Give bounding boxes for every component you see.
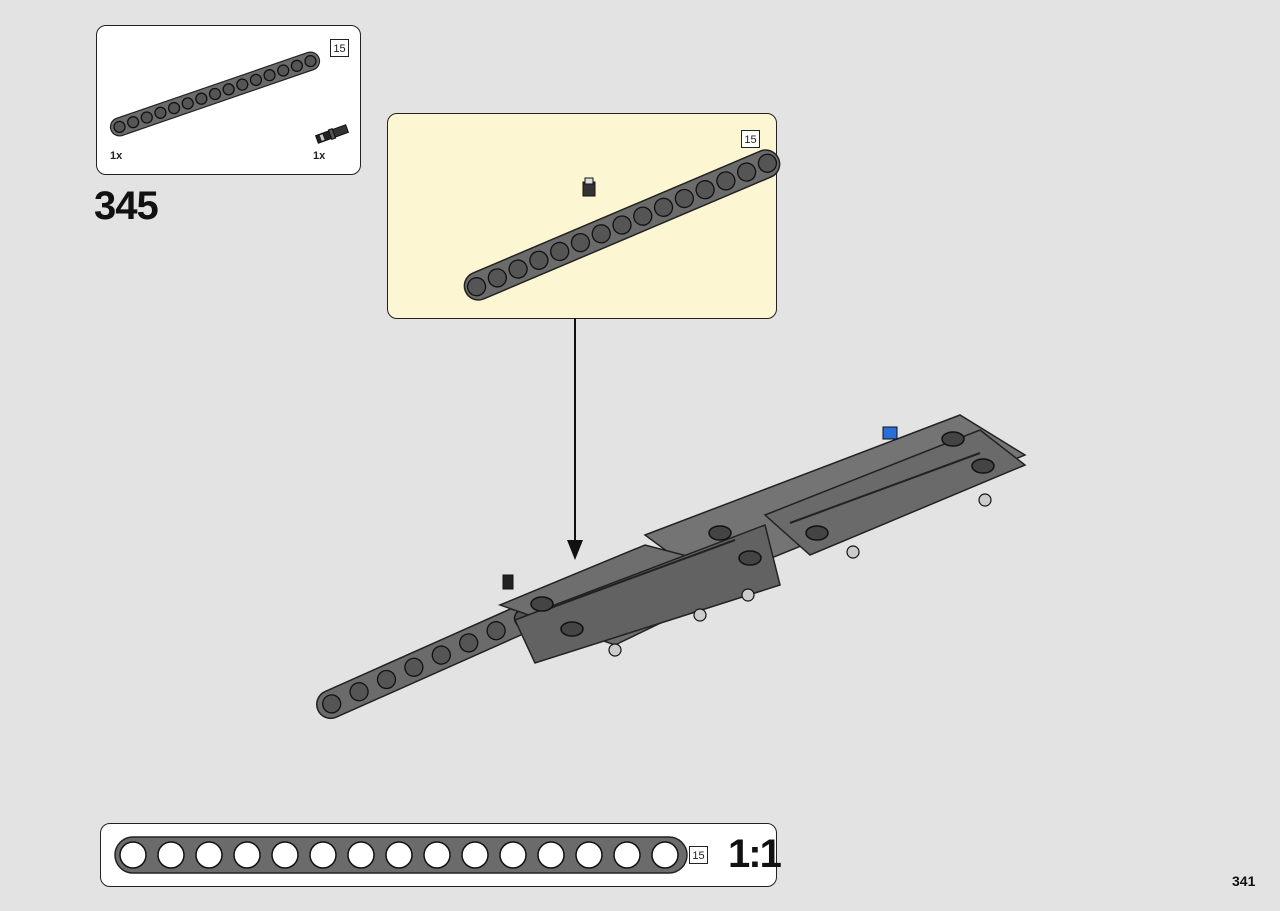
- parts-list-length-badge: 15: [330, 39, 349, 57]
- beam-hole: [757, 153, 778, 173]
- beam-hole: [126, 116, 140, 129]
- scale-guide-hole: [233, 841, 261, 869]
- scale-guide-hole: [271, 841, 299, 869]
- scale-guide-beam: [114, 836, 688, 874]
- beam-hole: [222, 83, 235, 96]
- beam-hole: [653, 197, 674, 218]
- beam-hole: [487, 268, 507, 288]
- beam-hole: [376, 669, 397, 690]
- beam-hole: [486, 621, 506, 641]
- beam-hole: [113, 120, 126, 134]
- parts-list-box: 15 1x 1x: [96, 25, 361, 175]
- scale-guide-hole: [309, 841, 337, 869]
- scale-guide-hole: [651, 841, 679, 869]
- scale-guide-hole: [119, 841, 147, 869]
- beam-hole: [322, 694, 342, 714]
- beam-hole: [249, 73, 263, 87]
- beam-hole: [140, 111, 153, 124]
- scale-guide-hole: [385, 841, 413, 869]
- beam-hole: [591, 224, 611, 244]
- parts-list-qty-beam: 1x: [110, 150, 123, 162]
- scale-guide-length-badge: 15: [689, 846, 708, 864]
- beam-hole: [674, 188, 694, 209]
- beam-hole: [695, 180, 715, 200]
- beam-hole: [612, 215, 632, 235]
- page-number: 341: [1232, 873, 1256, 889]
- beam-hole: [349, 682, 369, 702]
- scale-guide-hole: [499, 841, 527, 869]
- beam-hole: [304, 54, 317, 68]
- beam-hole: [570, 232, 591, 253]
- scale-guide-hole: [195, 841, 223, 869]
- beam-hole: [167, 101, 181, 115]
- parts-list-qty-pin: 1x: [313, 150, 326, 162]
- scale-guide-hole: [613, 841, 641, 869]
- beam-hole: [263, 69, 276, 82]
- scale-guide-hole: [575, 841, 603, 869]
- placement-arrow: [567, 318, 583, 560]
- beam-hole: [529, 250, 549, 270]
- callout-beam-illustration: [463, 149, 781, 301]
- beam-hole: [633, 206, 653, 226]
- beam-hole: [716, 171, 736, 191]
- beam-hole: [154, 106, 167, 119]
- parts-list-pin-icon: [314, 124, 350, 144]
- scale-guide-hole: [461, 841, 489, 869]
- beam-hole: [195, 92, 208, 105]
- beam-hole: [290, 59, 304, 72]
- scale-guide-box: 15 1:1: [100, 823, 782, 887]
- beam-hole: [431, 645, 451, 665]
- scale-guide-hole: [157, 841, 185, 869]
- main-model-illustration: [316, 414, 1027, 720]
- beam-hole: [277, 64, 290, 77]
- beam-hole: [508, 259, 528, 279]
- beam-hole: [737, 162, 757, 182]
- beam-hole: [236, 78, 249, 91]
- beam-hole: [208, 87, 222, 101]
- beam-hole: [404, 657, 424, 677]
- beam-hole: [181, 97, 194, 110]
- callout-subassembly-box: 15: [387, 113, 781, 319]
- scale-guide-hole: [423, 841, 451, 869]
- beam-hole: [459, 633, 479, 653]
- scale-guide-hole: [347, 841, 375, 869]
- beam-hole: [550, 241, 570, 262]
- beam-hole: [466, 277, 487, 297]
- parts-list-beam-icon: [109, 51, 321, 137]
- scale-guide-ratio: 1:1: [728, 832, 782, 876]
- scale-guide-hole: [537, 841, 565, 869]
- callout-length-badge: 15: [741, 130, 760, 148]
- step-number: 345: [94, 184, 159, 228]
